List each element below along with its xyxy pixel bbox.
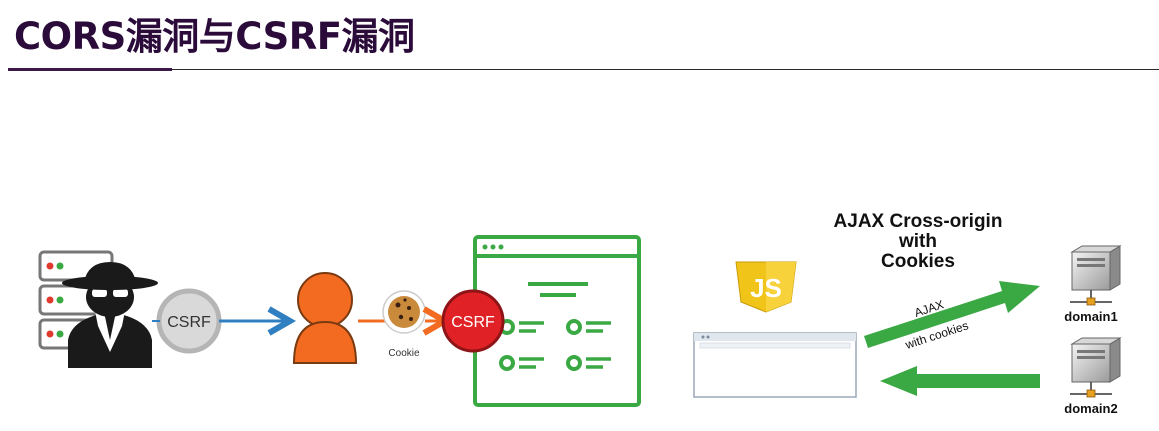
- server-domain2-icon: [1070, 337, 1122, 398]
- cookie-label: Cookie: [388, 348, 420, 359]
- page-title: CORS漏洞与CSRF漏洞: [14, 15, 415, 58]
- server-domain2-label: domain2: [1064, 401, 1117, 416]
- cors-heading-line3: Cookies: [881, 251, 955, 272]
- ajax-request-arrow: [864, 281, 1040, 348]
- victim-user-icon: [292, 272, 358, 364]
- csrf-target-badge-label: CSRF: [451, 314, 495, 331]
- csrf-target-badge: [441, 289, 505, 353]
- javascript-logo-icon: JS: [735, 261, 797, 313]
- js-logo-text: JS: [750, 273, 782, 303]
- title-divider-accent: [8, 68, 172, 71]
- cors-heading-line1: AJAX Cross-origin: [834, 211, 1003, 232]
- cors-heading-line2: with: [898, 231, 937, 252]
- hacker-icon: [62, 262, 158, 368]
- csrf-attacker-badge-label: CSRF: [167, 314, 211, 331]
- server-domain1-label: domain1: [1064, 309, 1117, 324]
- server-domain1-icon: [1070, 245, 1122, 306]
- cookie-icon: [382, 290, 426, 334]
- title-divider: [8, 69, 1159, 70]
- response-arrow: [880, 366, 1040, 396]
- browser-window-mock: [693, 332, 857, 398]
